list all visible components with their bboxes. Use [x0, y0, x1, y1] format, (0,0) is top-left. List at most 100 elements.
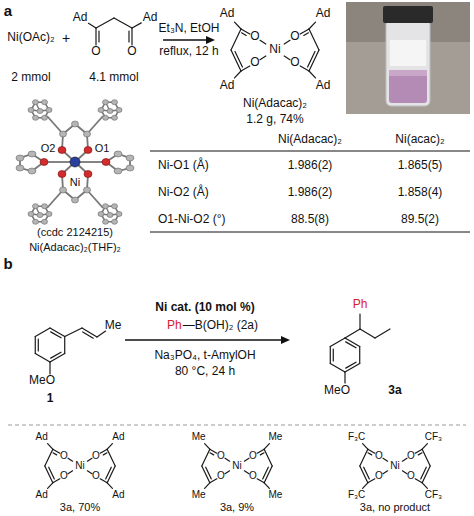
bond-line: [260, 453, 264, 455]
atom-label: Ni: [75, 460, 84, 472]
bond-line: [300, 66, 309, 71]
bond-line: [264, 483, 269, 489]
panel-letter: b: [3, 255, 12, 272]
condition-label: Et₃N, EtOH: [159, 22, 220, 36]
bond-line: [35, 354, 50, 363]
bond-line: [205, 483, 210, 489]
table-rule: [150, 151, 470, 232]
table-cell: Ni-O1 (Å): [158, 159, 209, 173]
bond-line: [368, 479, 375, 483]
bond-line: [364, 467, 370, 479]
bond-line: [241, 66, 250, 71]
bond-line: [97, 331, 106, 337]
result-label: 3a, 9%: [220, 501, 254, 514]
substituent-label: Me: [268, 431, 282, 443]
bond-line: [132, 23, 141, 28]
table-cell: 1.986(2): [288, 186, 333, 200]
bond-line: [96, 18, 114, 28]
substituent-label: CF₃: [425, 489, 442, 501]
result-label: 3a, 70%: [60, 501, 100, 514]
bond-line: [131, 28, 132, 45]
bond-line: [65, 328, 82, 337]
substituent-label: Ad: [73, 11, 88, 25]
bond-line: [309, 71, 315, 78]
bond-line: [304, 33, 309, 36]
atom-label: O1: [95, 142, 110, 155]
atom-label: O: [127, 45, 136, 59]
substituent-label: MeO: [29, 374, 55, 388]
table-header: Ni(acac)₂: [395, 133, 444, 147]
ccdc-label: (ccdc 2124215): [37, 226, 113, 239]
atom-label: O: [407, 471, 415, 483]
bond-line: [284, 56, 290, 60]
table-header: Ni(Adacac)₂: [278, 133, 342, 147]
bond-line: [106, 467, 112, 479]
bond-line: [418, 453, 422, 455]
substituent-label: Ad: [220, 7, 235, 21]
condition-label: reflux, 12 h: [159, 45, 218, 59]
atom-label: O: [60, 450, 68, 462]
bond-line: [284, 40, 290, 44]
bond-line: [206, 467, 212, 479]
table-cell: 1.986(2): [288, 159, 333, 173]
result-label: 3a, no product: [360, 501, 430, 514]
substituent-label: Ad: [220, 79, 235, 93]
bond-line: [422, 449, 430, 466]
bond-line: [210, 479, 217, 483]
bond-line: [235, 51, 242, 67]
substituent-label: Ph: [353, 298, 368, 312]
substituent-label: Ad: [112, 431, 124, 443]
substituent-label: Ad: [316, 79, 331, 93]
bond-line: [308, 51, 315, 67]
bond-line: [260, 40, 266, 44]
bond-line: [330, 347, 331, 364]
bond-line: [107, 449, 115, 466]
bond-line: [330, 338, 345, 347]
substituent-label: Me: [192, 489, 206, 501]
bond-line: [83, 332, 94, 338]
table-cell: 89.5(2): [401, 213, 439, 227]
bond-line: [202, 449, 210, 466]
atom-label: O: [217, 450, 225, 462]
bond-line: [87, 458, 92, 461]
bond-line: [95, 28, 96, 45]
bond-line: [231, 29, 241, 50]
bond-line: [264, 449, 272, 466]
bond-line: [368, 453, 372, 455]
bond-line: [210, 453, 214, 455]
bond-line: [422, 483, 427, 489]
condition-label: Na₃PO₄, t-AmylOH: [154, 349, 255, 363]
bond-line: [263, 467, 269, 479]
substituent-label: MeO: [324, 384, 350, 398]
atom-label: O: [375, 471, 383, 483]
substituent-label: F₃C: [348, 431, 365, 443]
bond-line: [128, 31, 129, 42]
atom-label: O2: [41, 142, 56, 155]
panel-letter: a: [4, 2, 12, 19]
bond-line: [51, 352, 61, 358]
bond-line: [107, 444, 112, 450]
bond-line: [260, 56, 266, 60]
bond-line: [363, 444, 368, 450]
bond-line: [225, 471, 230, 474]
substituent-label: Me: [105, 319, 122, 333]
atom-label: O: [290, 56, 299, 70]
bond-line: [383, 471, 388, 474]
condition-label: 80 °C, 24 h: [175, 365, 235, 379]
substituent-label: Ad: [316, 7, 331, 21]
atom-label: O: [249, 450, 257, 462]
bond-line: [87, 471, 92, 474]
atom-label: O: [375, 450, 383, 462]
atom-label: O: [92, 450, 100, 462]
compound-name: Ni(Adacac)₂(THF)₂: [29, 241, 121, 254]
bond-line: [53, 453, 57, 455]
atom-label: O: [250, 56, 259, 70]
atom-label: O: [217, 471, 225, 483]
table-cell: Ni-O2 (Å): [158, 186, 209, 200]
bond-line: [49, 467, 55, 479]
table-cell: 1.858(4): [398, 186, 443, 200]
plus-sign: +: [62, 30, 70, 46]
